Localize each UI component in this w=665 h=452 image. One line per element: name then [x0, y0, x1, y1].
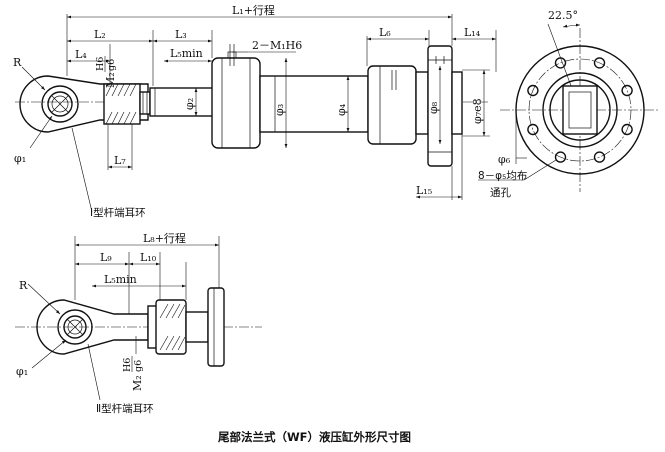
end-view: 22.5° φ₆ 8－φ₅均布 通孔 [478, 9, 660, 199]
view1-rod-eye [19, 75, 151, 133]
fit-g6-v2: g6 [133, 360, 144, 372]
dim-L2: L₂ [94, 28, 106, 41]
dim-L6: L₆ [379, 26, 391, 39]
dim-R-v2: R [19, 279, 28, 292]
view1-piston-rod [149, 87, 215, 117]
fit-g6: g6 [106, 59, 117, 71]
view1-front-head [211, 44, 261, 149]
dim-R: R [13, 56, 22, 69]
dim-through-hole: 通孔 [490, 186, 511, 199]
dim-phi1-v2: φ₁ [16, 365, 28, 378]
dim-L4: L₄ [75, 48, 87, 61]
end-view-bolt-holes [527, 57, 633, 163]
view2-eye-type-label: Ⅱ型杆端耳环 [96, 402, 154, 415]
dim-L8: L₈+行程 [143, 232, 186, 245]
dim-M2: M₂ [104, 72, 117, 88]
dim-L5min: L₅min [170, 47, 203, 60]
dim-L7: L₇ [114, 154, 126, 167]
dim-phi4: φ₄ [335, 103, 348, 116]
view1-eye-hatching [105, 83, 137, 125]
fit-H6: H6 [95, 57, 106, 71]
dim-angle: 22.5° [548, 9, 578, 22]
fit-H6-v2: H6 [122, 358, 133, 372]
dim-L14: L₁₄ [464, 26, 481, 39]
view1-side-view: L₁+行程 L₂ L₃ L₄ L₅min 2－M₁H6 L₆ L₁₄ L₁₅ L… [13, 4, 497, 219]
view1-eye-type-label: Ⅰ型杆端耳环 [90, 206, 146, 219]
dim-L1: L₁+行程 [232, 4, 275, 17]
dim-L5min-v2: L₅min [104, 273, 137, 286]
dim-L15: L₁₅ [416, 184, 432, 197]
view1-cylinder-barrel [259, 75, 369, 133]
view2-coupling [147, 287, 225, 367]
dim-port-2-M1H6: 2－M₁H6 [252, 39, 302, 52]
figure-caption: 尾部法兰式（WF）液压缸外形尺寸图 [217, 430, 411, 444]
dim-M2-v2: M₂ [131, 375, 144, 391]
view2-side-view: L₈+行程 L₉ L₁₀ L₅min R φ₁ H6 g6 M₂ Ⅱ型杆端耳环 [15, 232, 262, 415]
dim-phi2: φ₂ [183, 98, 196, 110]
view2-rod-eye [36, 299, 149, 355]
dim-phi3: φ₃ [273, 104, 286, 116]
view1-rear-flange [367, 45, 463, 167]
dim-L10: L₁₀ [140, 251, 157, 264]
dim-L3: L₃ [175, 28, 187, 41]
dim-phi1: φ₁ [14, 152, 26, 165]
dim-holes: 8－φ₅均布 [478, 170, 527, 182]
dim-phi8: φ₈ [427, 101, 440, 114]
dim-L9: L₉ [100, 251, 112, 264]
dim-phi6: φ₆ [498, 153, 511, 166]
dim-phi7-e8: φ₇e8 [471, 98, 484, 124]
